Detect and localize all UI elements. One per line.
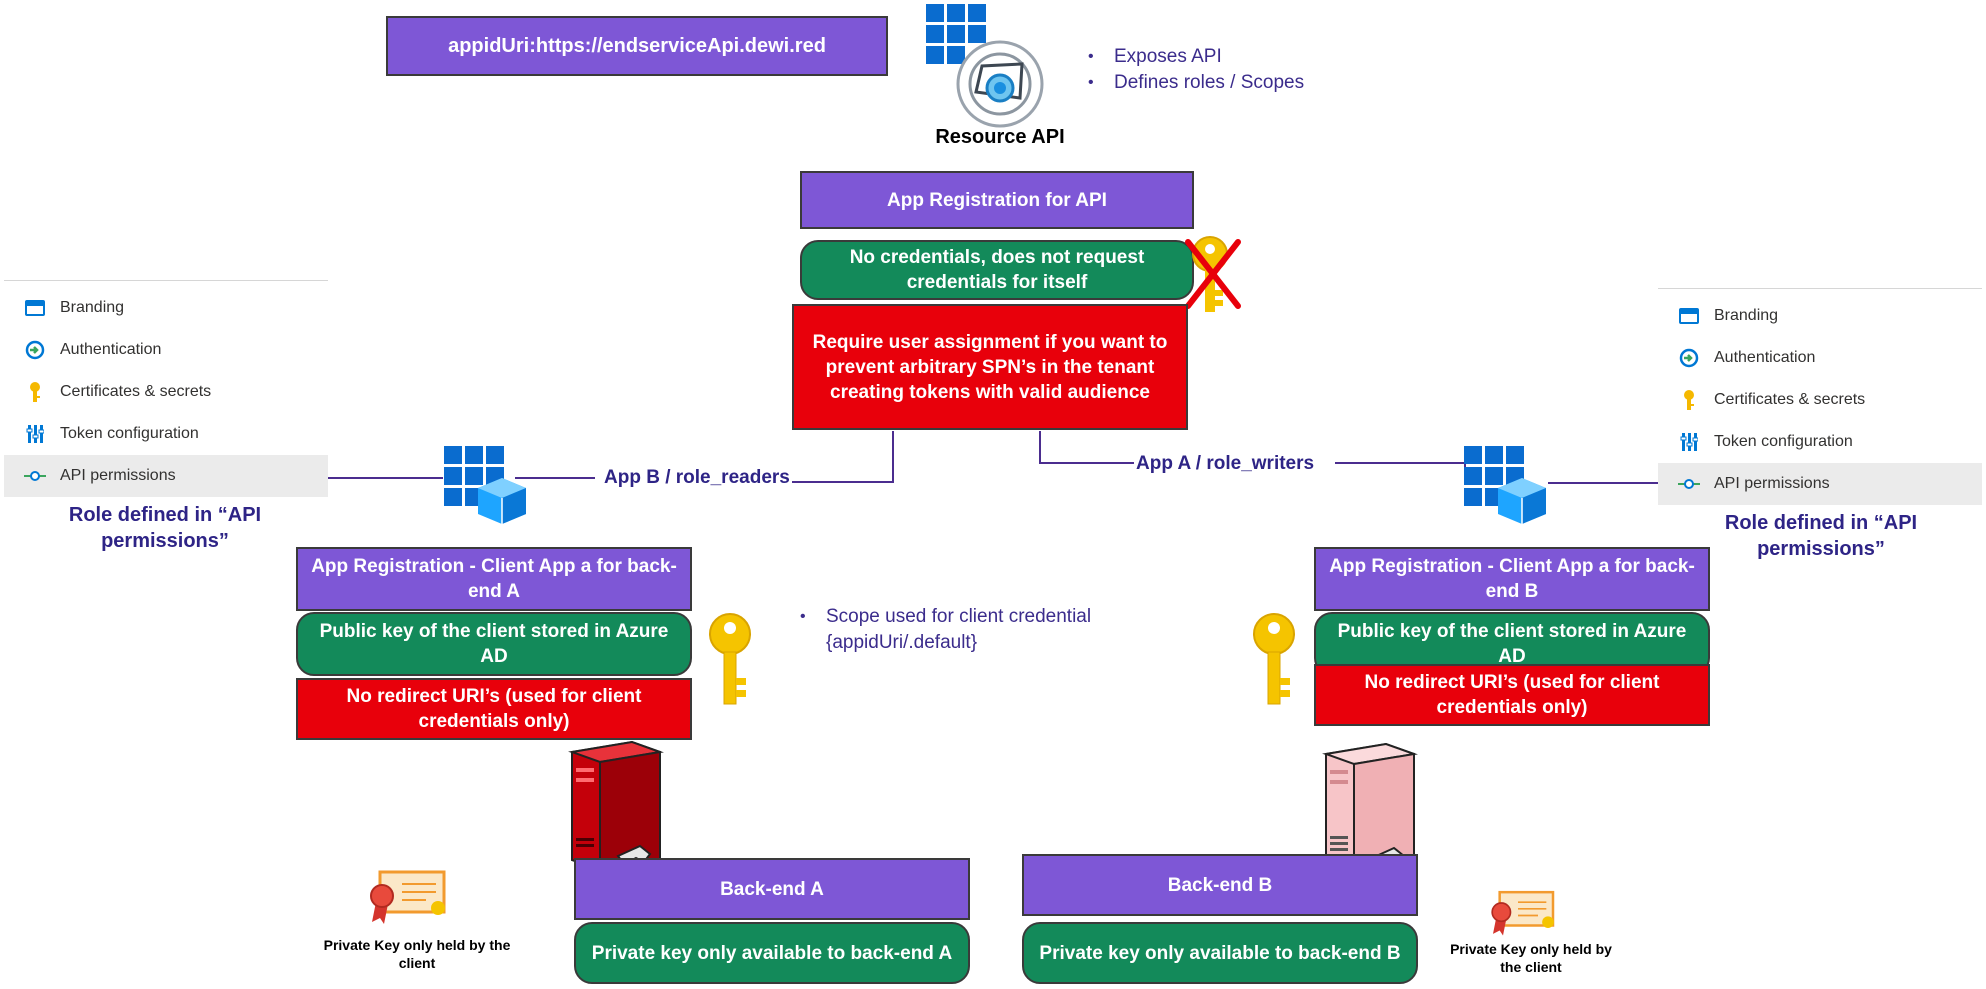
app-registration-icon-left	[442, 444, 532, 526]
menu-label: API permissions	[1714, 475, 1830, 492]
no-credentials-box: No credentials, does not request credent…	[800, 240, 1194, 300]
menu-label: Branding	[60, 299, 125, 316]
menu-item-authentication[interactable]: Authentication	[4, 329, 328, 371]
role-caption-left: Role defined in “API permissions”	[68, 504, 262, 552]
resource-api-icon	[924, 2, 1044, 132]
menu-label: Certificates & secrets	[60, 383, 212, 400]
token-config-icon	[24, 423, 46, 445]
portal-menu-left: Branding Authentication Certificates & s…	[4, 280, 328, 499]
app-registration-client-a: App Registration - Client App a for back…	[296, 547, 692, 611]
backend-a-box: Back-end A	[574, 858, 970, 920]
role-caption-right: Role defined in “API permissions”	[1724, 512, 1918, 560]
key-icon	[1678, 389, 1700, 411]
menu-label: Branding	[1714, 307, 1779, 324]
server-a-icon	[566, 738, 666, 872]
scope-note-text: Scope used for client credential {appidU…	[796, 604, 1156, 656]
menu-item-token-configuration[interactable]: Token configuration	[4, 413, 328, 455]
portal-menu-right: Branding Authentication Certificates & s…	[1658, 288, 1982, 507]
backend-b-private-key: Private key only available to back-end B	[1022, 922, 1418, 984]
crossed-key-icon	[1180, 232, 1244, 320]
menu-item-authentication[interactable]: Authentication	[1658, 337, 1982, 379]
menu-item-api-permissions[interactable]: API permissions	[1658, 463, 1982, 505]
cert-caption-a: Private Key only held by the client	[323, 937, 511, 971]
menu-label: Certificates & secrets	[1714, 391, 1866, 408]
resource-api-bullets: Exposes API Defines roles / Scopes	[1084, 44, 1384, 96]
bullet-exposes-api: Exposes API	[1084, 44, 1384, 70]
resource-api-label: Resource API	[935, 126, 1065, 148]
key-icon-a	[700, 610, 760, 710]
token-config-icon	[1678, 431, 1700, 453]
branding-icon	[24, 297, 46, 319]
menu-label: Token configuration	[60, 425, 199, 442]
backend-b-box: Back-end B	[1022, 854, 1418, 916]
certificate-icon-b	[1488, 888, 1558, 938]
app-registration-icon-right	[1462, 444, 1552, 526]
cert-caption-b: Private Key only held by the client	[1450, 941, 1612, 975]
no-redirect-box-b: No redirect URI’s (used for client crede…	[1314, 664, 1710, 726]
authentication-icon	[24, 339, 46, 361]
no-redirect-box-a: No redirect URI’s (used for client crede…	[296, 678, 692, 740]
api-permissions-icon	[1678, 473, 1700, 495]
scope-note-value: {appidUri/.default}	[826, 632, 978, 653]
menu-item-branding[interactable]: Branding	[1658, 295, 1982, 337]
app-registration-api: App Registration for API	[800, 171, 1194, 229]
scope-note-label: Scope used for client credential	[826, 606, 1092, 627]
server-b-icon	[1320, 740, 1420, 874]
certificate-icon-a	[366, 868, 450, 926]
key-icon	[24, 381, 46, 403]
api-permissions-icon	[24, 465, 46, 487]
authentication-icon	[1678, 347, 1700, 369]
scope-note: Scope used for client credential {appidU…	[796, 604, 1156, 656]
menu-label: Token configuration	[1714, 433, 1853, 450]
branding-icon	[1678, 305, 1700, 327]
menu-label: API permissions	[60, 467, 176, 484]
menu-label: Authentication	[60, 341, 162, 358]
connection-right-label: App A / role_writers	[1134, 453, 1317, 475]
menu-label: Authentication	[1714, 349, 1816, 366]
menu-item-certificates[interactable]: Certificates & secrets	[1658, 379, 1982, 421]
appid-uri-banner: appidUri:https://endserviceApi.dewi.red	[386, 16, 888, 76]
app-registration-client-b: App Registration - Client App a for back…	[1314, 547, 1710, 611]
menu-item-certificates[interactable]: Certificates & secrets	[4, 371, 328, 413]
public-key-box-a: Public key of the client stored in Azure…	[296, 612, 692, 676]
menu-item-branding[interactable]: Branding	[4, 287, 328, 329]
menu-item-token-configuration[interactable]: Token configuration	[1658, 421, 1982, 463]
bullet-defines-roles: Defines roles / Scopes	[1084, 70, 1384, 96]
backend-a-private-key: Private key only available to back-end A	[574, 922, 970, 984]
require-assignment-box: Require user assignment if you want to p…	[792, 304, 1188, 430]
menu-item-api-permissions[interactable]: API permissions	[4, 455, 328, 497]
key-icon-b	[1244, 610, 1304, 710]
connection-left-label: App B / role_readers	[602, 467, 792, 489]
